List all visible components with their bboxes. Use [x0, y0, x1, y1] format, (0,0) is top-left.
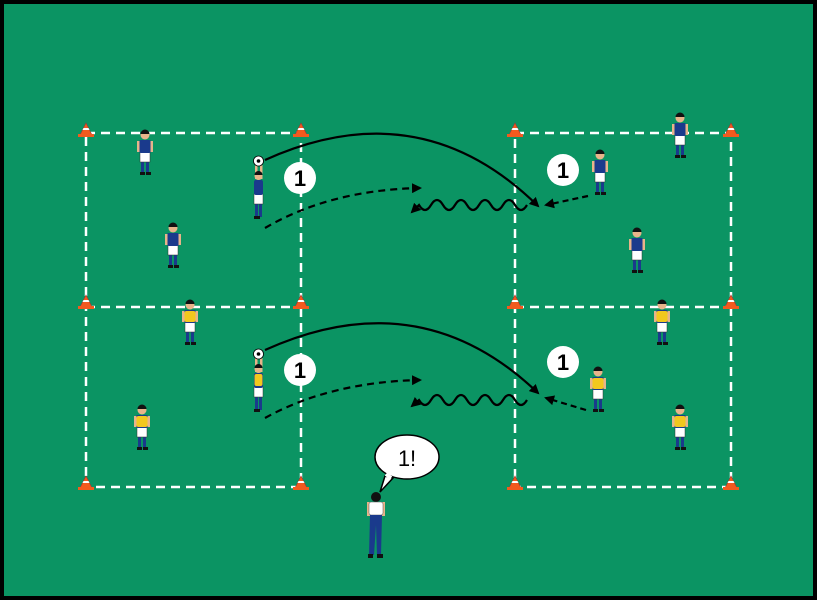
marker-label: 1 [557, 350, 569, 375]
speech-bubble [374, 434, 440, 480]
pitch-surface [4, 4, 813, 596]
run-arrow [544, 395, 587, 412]
number-markers: 1 1 1 1 [284, 154, 579, 386]
coach-speech: 1! [398, 446, 416, 471]
dribble-arrow [410, 198, 528, 214]
marker-circle [284, 162, 316, 194]
pass-arrow [264, 322, 540, 395]
run-arrow [544, 194, 589, 209]
coach-figure [367, 492, 385, 558]
marker-circle [547, 346, 579, 378]
marker-circle [284, 354, 316, 386]
marker-label: 1 [294, 358, 306, 383]
pass-arrow [264, 132, 540, 208]
right-grid [513, 131, 733, 489]
marker-label: 1 [557, 158, 569, 183]
dribble-arrow [410, 393, 528, 408]
marker-circle [547, 154, 579, 186]
marker-label: 1 [294, 166, 306, 191]
run-arrow [264, 375, 422, 419]
left-grid [84, 131, 303, 489]
run-arrow [264, 183, 422, 229]
coach: 1! [367, 434, 440, 558]
arrows [264, 132, 589, 419]
